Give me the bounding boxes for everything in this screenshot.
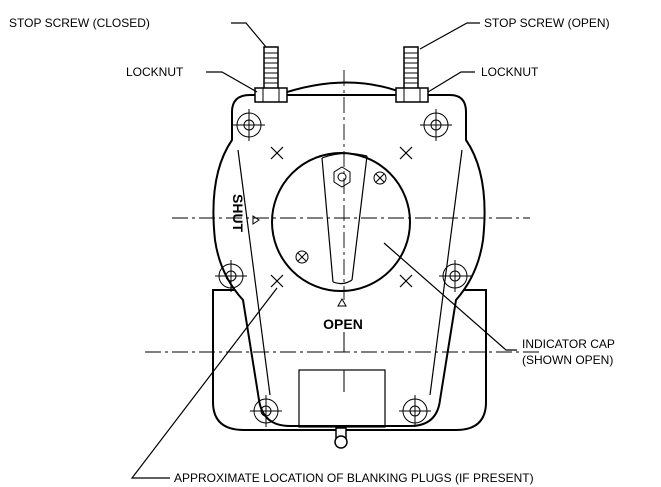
bolt-hole-bottom-left <box>250 395 282 427</box>
plug-x-top-right <box>399 146 413 160</box>
label-locknut-left: LOCKNUT <box>126 65 184 79</box>
drain-plug <box>334 427 348 449</box>
leader-stop-screw-open <box>419 22 480 50</box>
leader-lines <box>130 22 517 479</box>
locknut-right <box>395 87 429 103</box>
leader-stop-screw-closed <box>231 22 267 48</box>
center-lines <box>145 70 540 392</box>
locknut-left <box>254 87 288 103</box>
plug-x-bottom-right <box>399 274 413 288</box>
indicator-screw-bottom <box>295 250 309 264</box>
bolt-hole-top-right <box>420 109 452 141</box>
open-triangle <box>337 297 347 307</box>
label-stop-screw-closed: STOP SCREW (CLOSED) <box>9 16 150 30</box>
leader-indicator-cap <box>383 242 517 351</box>
stop-screw-closed <box>263 46 279 90</box>
indicator-cap <box>271 152 411 292</box>
leader-locknut-left <box>206 71 258 93</box>
bolt-hole-mid-left <box>215 260 247 292</box>
bolt-hole-bottom-right <box>399 395 431 427</box>
actuator-body <box>212 94 486 427</box>
label-indicator-cap-line1: INDICATOR CAP <box>522 337 615 351</box>
label-open: OPEN <box>323 316 363 332</box>
label-locknut-right: LOCKNUT <box>481 65 539 79</box>
label-indicator-cap-line2: (SHOWN OPEN) <box>522 353 613 367</box>
label-shut: SHUT <box>230 194 246 233</box>
bolt-holes <box>215 109 471 427</box>
bolt-hole-mid-right <box>439 260 471 292</box>
leader-locknut-right <box>427 71 475 93</box>
stop-screw-open <box>403 46 419 90</box>
plug-x-bottom-left <box>270 274 284 288</box>
top-arc <box>277 81 409 96</box>
lower-panel <box>298 369 386 428</box>
label-stop-screw-open: STOP SCREW (OPEN) <box>484 16 610 30</box>
blanking-plug-marks <box>270 146 413 288</box>
shut-triangle <box>252 215 260 225</box>
indicator-screw-top <box>373 171 387 185</box>
leader-blanking-plugs <box>130 287 278 479</box>
plug-x-top-left <box>270 146 284 160</box>
label-blanking-plugs: APPROXIMATE LOCATION OF BLANKING PLUGS (… <box>174 471 534 485</box>
bolt-hole-top-left <box>233 109 265 141</box>
